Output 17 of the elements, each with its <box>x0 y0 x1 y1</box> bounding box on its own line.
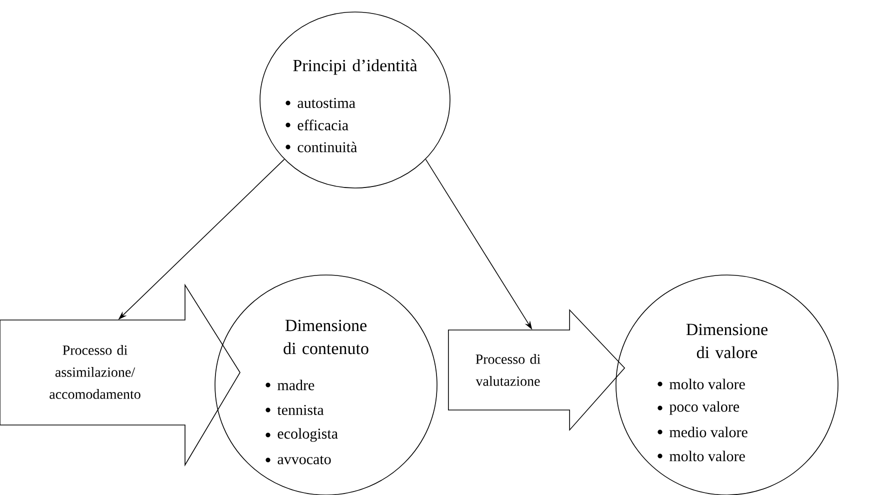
list-item: madre <box>266 380 314 390</box>
block-arrow: Processo di valutazione <box>476 354 540 386</box>
list-item: molto valore <box>658 378 745 390</box>
list-item: medio valore <box>658 426 748 438</box>
list-item: avvocato <box>266 456 331 464</box>
heading: Dimensione di valore <box>686 324 768 358</box>
list-item: efficacia <box>286 120 348 130</box>
list-item: poco valore <box>658 401 740 415</box>
list-item: continuità <box>286 142 357 152</box>
circle <box>260 12 450 188</box>
heading: Dimensione di contenuto <box>284 320 368 354</box>
list-item: ecologista <box>266 428 338 442</box>
block-arrow <box>448 309 626 432</box>
list-item: tennista <box>266 404 324 416</box>
list-item: molto valore <box>658 450 745 462</box>
heading: Principi d’identità <box>293 59 418 75</box>
list-item: autostima <box>286 98 356 108</box>
